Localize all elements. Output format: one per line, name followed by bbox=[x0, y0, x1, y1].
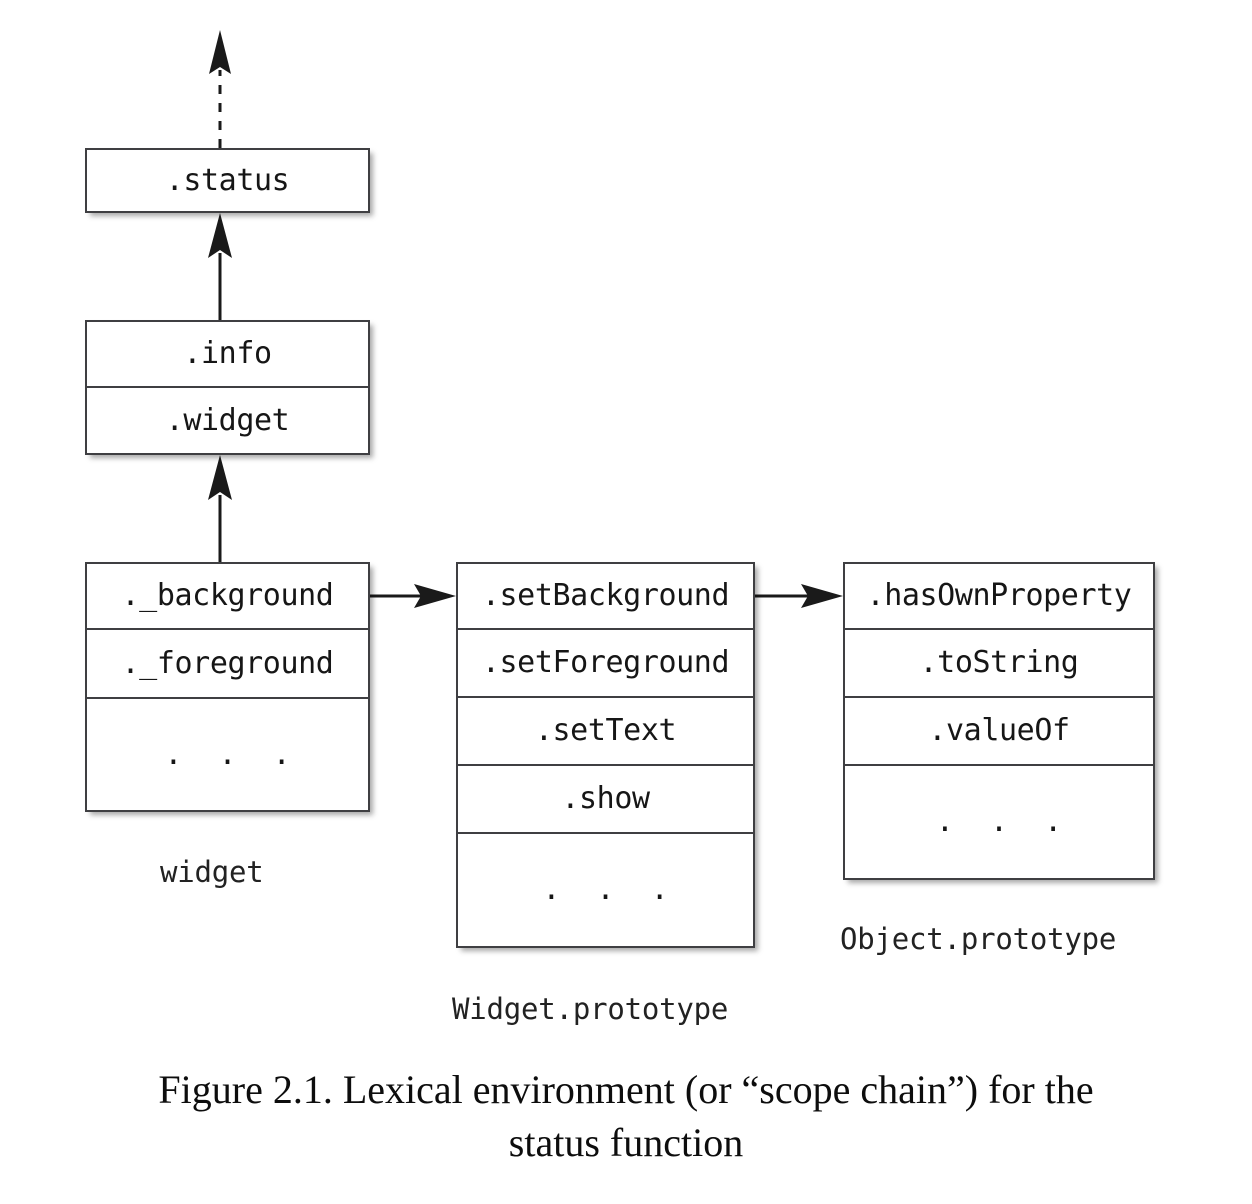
object-row-background[interactable]: ._background bbox=[87, 564, 368, 630]
connector-info-to-status bbox=[208, 213, 232, 320]
connector-widget-prototype-to-object-prototype bbox=[755, 584, 843, 608]
object-row-foreground[interactable]: ._foreground bbox=[87, 630, 368, 699]
object-box-widget-label: widget bbox=[160, 855, 264, 889]
prototype-row-setbackground[interactable]: .setBackground bbox=[458, 564, 753, 630]
figure-caption-line-1: Figure 2.1. Lexical environment (or “sco… bbox=[158, 1067, 1094, 1112]
scope-box-info[interactable]: .info .widget bbox=[85, 320, 370, 455]
object-box-object-prototype-label: Object.prototype bbox=[840, 922, 1117, 956]
connector-status-to-outer-scope bbox=[209, 30, 231, 148]
object-box-widget[interactable]: ._background ._foreground . . . bbox=[85, 562, 370, 812]
scope-row-info[interactable]: .info bbox=[87, 322, 368, 388]
scope-box-status[interactable]: .status bbox=[85, 148, 370, 213]
object-box-object-prototype[interactable]: .hasOwnProperty .toString .valueOf . . . bbox=[843, 562, 1155, 880]
prototype-row-setforeground[interactable]: .setForeground bbox=[458, 630, 753, 698]
figure-caption: Figure 2.1. Lexical environment (or “sco… bbox=[70, 1064, 1182, 1170]
scope-row-status[interactable]: .status bbox=[87, 150, 368, 211]
prototype-row-ellipsis: . . . bbox=[845, 766, 1153, 878]
connector-widget-to-info bbox=[208, 455, 232, 562]
figure-caption-line-2: status function bbox=[508, 1119, 744, 1165]
scope-row-widget[interactable]: .widget bbox=[87, 388, 368, 453]
object-box-widget-prototype-label: Widget.prototype bbox=[452, 992, 729, 1026]
prototype-row-tostring[interactable]: .toString bbox=[845, 630, 1153, 698]
prototype-row-valueof[interactable]: .valueOf bbox=[845, 698, 1153, 766]
connector-widget-to-widget-prototype bbox=[370, 584, 456, 608]
prototype-row-show[interactable]: .show bbox=[458, 766, 753, 834]
object-row-ellipsis: . . . bbox=[87, 699, 368, 810]
object-box-widget-prototype[interactable]: .setBackground .setForeground .setText .… bbox=[456, 562, 755, 948]
prototype-row-ellipsis: . . . bbox=[458, 834, 753, 946]
prototype-row-settext[interactable]: .setText bbox=[458, 698, 753, 766]
prototype-row-hasownproperty[interactable]: .hasOwnProperty bbox=[845, 564, 1153, 630]
